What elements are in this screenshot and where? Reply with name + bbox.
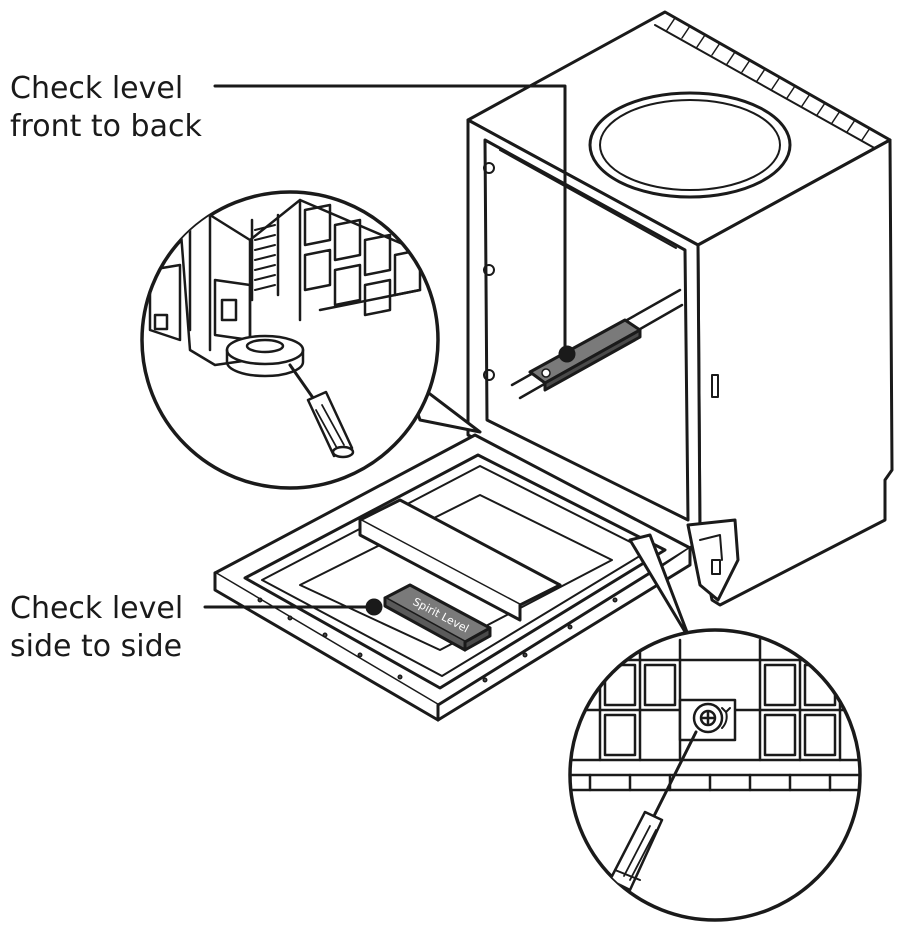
callout-side-to-side-line2: side to side [10, 629, 183, 664]
callout-side-to-side: Check level side to side [10, 590, 183, 666]
dishwasher-door-open: Spirit Level [213, 433, 692, 722]
callout-side-to-side-line1: Check level [10, 591, 184, 626]
inset-rear-foot-adjustment [140, 190, 482, 490]
dishwasher-cabinet [466, 10, 894, 607]
callout-front-to-back-line2: front to back [10, 109, 202, 144]
callout-front-to-back: Check level front to back [10, 70, 202, 146]
spirit-level-front-back [528, 318, 642, 392]
callout-front-to-back-line1: Check level [10, 71, 184, 106]
callout-leader-side-side [203, 598, 383, 616]
callout-leader-front-back [213, 84, 576, 363]
